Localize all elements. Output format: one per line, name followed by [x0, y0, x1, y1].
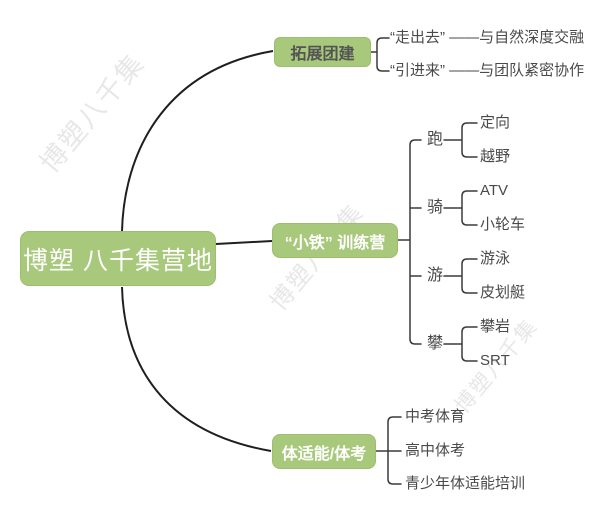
leaf-rock-climbing[interactable]: 攀岩 — [480, 318, 511, 335]
bracket-team-building — [370, 37, 390, 72]
group-run[interactable]: 跑 — [427, 131, 444, 148]
branch-team-building[interactable]: 拓展团建 — [274, 37, 371, 67]
leaf-atv[interactable]: ATV — [480, 182, 509, 199]
bracket-run — [443, 122, 478, 158]
line-root-to-training-camp — [215, 240, 273, 245]
leaf-srt[interactable]: SRT — [480, 352, 510, 369]
bracket-climb — [443, 326, 478, 362]
leaf-high-school-exam[interactable]: 高中体考 — [405, 442, 466, 459]
root-node[interactable]: 博塑 八千集营地 — [20, 231, 216, 286]
leaf-go-out[interactable]: “走出去” ——与自然深度交融 — [390, 29, 585, 46]
leaf-swimming[interactable]: 游泳 — [480, 250, 511, 267]
leaf-bring-in[interactable]: “引进来” ——与团队紧密协作 — [390, 62, 585, 79]
group-ride[interactable]: 骑 — [427, 199, 444, 216]
leaf-middle-school-pe[interactable]: 中考体育 — [405, 408, 466, 425]
bracket-fitness-exam — [375, 416, 402, 485]
curve-root-to-team-building — [121, 50, 274, 232]
curve-root-to-fitness-exam — [121, 286, 272, 452]
leaf-orienteering[interactable]: 定向 — [480, 114, 511, 131]
bracket-training-camp — [397, 139, 422, 345]
bracket-ride — [443, 190, 478, 226]
leaf-kayak[interactable]: 皮划艇 — [480, 284, 526, 301]
branch-fitness-exam[interactable]: 体适能/体考 — [272, 434, 376, 469]
branch-training-camp[interactable]: “小铁” 训练营 — [272, 223, 398, 258]
group-swim[interactable]: 游 — [427, 267, 444, 284]
leaf-bmx[interactable]: 小轮车 — [480, 216, 526, 233]
leaf-youth-fitness-training[interactable]: 青少年体适能培训 — [405, 475, 526, 492]
bracket-swim — [443, 258, 478, 294]
group-climb[interactable]: 攀 — [427, 335, 444, 352]
leaf-cross-country[interactable]: 越野 — [480, 148, 511, 165]
